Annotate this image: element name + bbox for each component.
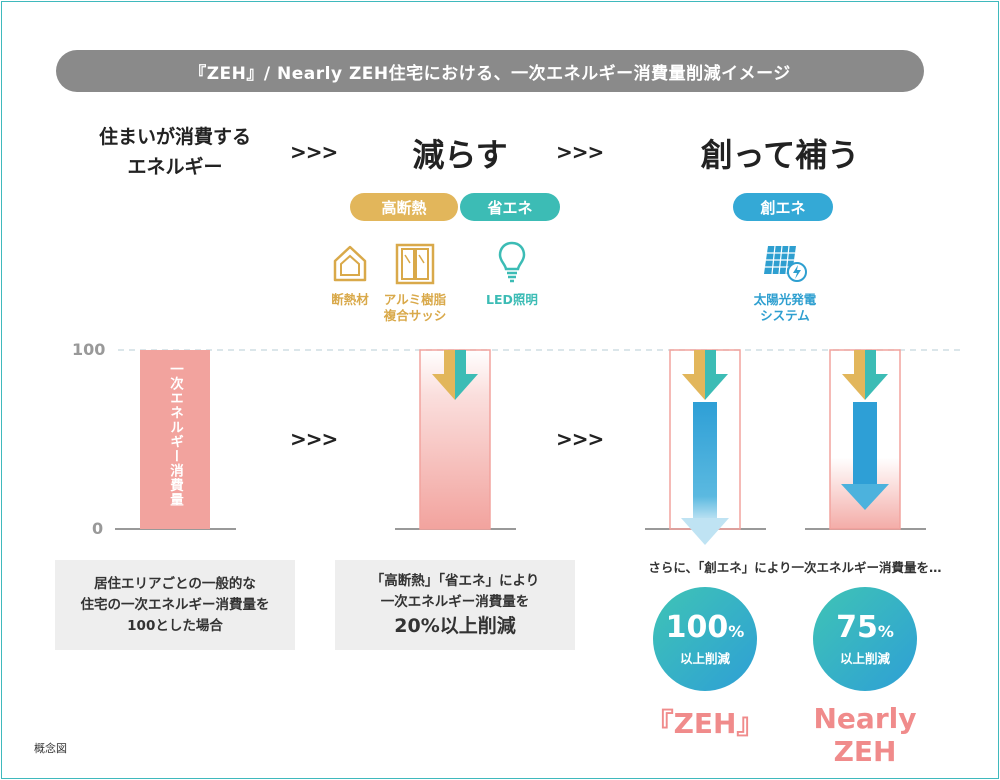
reduction-arrow [432,350,478,400]
nearly-zeh-result-value: 75 [836,609,878,645]
solar-label-line2: システム [760,308,810,323]
solar-label: 太陽光発電 システム [745,292,825,324]
window-icon [395,243,435,285]
solar-panel-icon [764,245,807,282]
note-baseline-line1: 居住エリアごとの一般的な [94,575,256,592]
window-label: アルミ樹脂 複合サッシ [375,292,455,324]
zeh-result-unit: % [728,621,745,641]
axis-label-0: 0 [92,519,104,538]
insulation-material-label: 断熱材 [331,292,369,307]
zeh-reduction-arrow [682,350,728,400]
zeh-creation-arrow [681,402,729,545]
note-baseline-line3: 100とした場合 [127,617,223,634]
creation-intro-text: さらに、「創エネ」により一次エネルギー消費量を… [648,560,942,575]
concept-caption: 概念図 [34,742,67,755]
chevron-4: >>> [556,427,604,451]
window-label-line2: 複合サッシ [383,308,447,323]
note-reduction-line2: 一次エネルギー消費量を [380,594,530,610]
chevron-2: >>> [556,140,604,164]
note-reduction-line3: 20%以上削減 [394,615,516,637]
zeh-name: 『ZEH』 [645,707,765,740]
chevron-3: >>> [290,427,338,451]
nearly-zeh-result-unit: % [877,621,894,641]
zeh-result-badge: 100% 以上削減 [653,587,757,691]
led-bulb-icon [498,241,526,283]
nearly-zeh-reduction-arrow [842,350,888,400]
zeh-result-value: 100 [665,609,729,645]
baseline-energy-bar [140,350,210,529]
stage-consume-label: 住まいが消費する エネルギー [70,122,280,182]
note-baseline: 居住エリアごとの一般的な 住宅の一次エネルギー消費量を 100とした場合 [55,560,295,650]
pill-energy-saving: 省エネ [460,193,560,221]
window-label-line1: アルミ樹脂 [383,292,447,307]
stage-create-title: 創って補う [700,136,860,174]
nearly-zeh-result-sub: 以上削減 [839,650,890,666]
house-icon [333,245,367,282]
note-reduction-line1: 「高断熱」「省エネ」により [370,573,540,589]
stage-consume-line2: エネルギー [127,156,223,178]
zeh-result-sub: 以上削減 [679,650,730,666]
led-label: LED照明 [486,292,538,307]
nearly-zeh-name: Nearly ZEH [813,702,917,768]
bar-vertical-label: 一次エネルギー消費量 [167,362,183,507]
chevron-1: >>> [290,140,338,164]
nearly-zeh-creation-arrow [841,402,889,510]
title-banner: 『ZEH』/ Nearly ZEH住宅における、一次エネルギー消費量削減イメージ [56,50,924,92]
note-baseline-line2: 住宅の一次エネルギー消費量を [80,596,270,613]
note-reduction: 「高断熱」「省エネ」により 一次エネルギー消費量を 20%以上削減 [335,560,575,650]
pill-insulation: 高断熱 [350,193,458,221]
stage-consume-line1: 住まいが消費する [98,126,251,148]
nearly-zeh-result-badge: 75% 以上削減 [813,587,917,691]
stage-reduce-title: 減らす [412,136,508,174]
pill-energy-creation: 創エネ [733,193,833,221]
axis-label-100: 100 [72,340,106,359]
solar-label-line1: 太陽光発電 [753,292,817,307]
